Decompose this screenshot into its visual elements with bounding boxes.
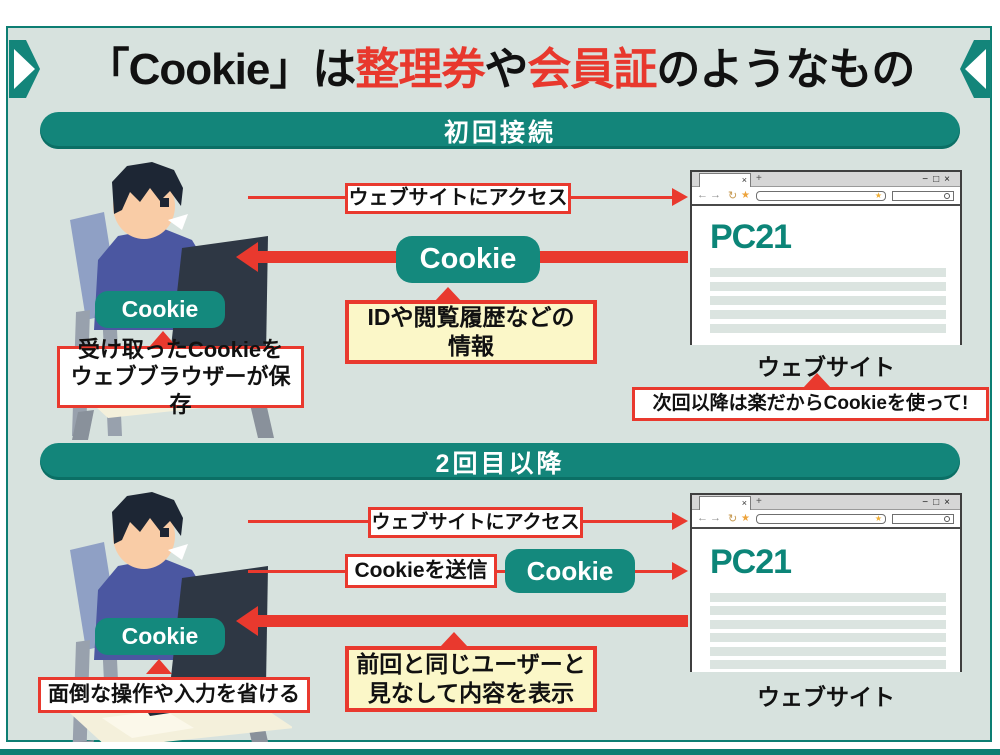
browser-toolbar: ←→ ↻ ★ ★	[692, 187, 960, 206]
address-bar: ★	[756, 191, 886, 201]
refresh-icon: ↻	[728, 513, 738, 525]
arrowhead-right	[672, 188, 688, 206]
bookmark-icon: ★	[741, 513, 750, 524]
search-icon	[944, 516, 950, 522]
title-highlight-1: 整理券	[355, 45, 485, 94]
arrowhead-left	[236, 242, 258, 272]
site-logo: PC21	[710, 218, 792, 256]
browser-tab: ×	[699, 173, 751, 187]
person-note-2: 面倒な操作や入力を省ける	[38, 677, 310, 713]
title-middle: や	[484, 45, 528, 94]
back-icon: ←	[697, 512, 710, 524]
arrowhead-right	[672, 562, 688, 580]
chevron-right-icon	[9, 40, 40, 98]
refresh-icon: ↻	[728, 190, 738, 202]
browser-window-1: × + −□× ←→ ↻ ★ ★ PC21	[690, 170, 962, 345]
favorite-star-icon: ★	[874, 514, 882, 523]
browser-content: PC21	[692, 529, 960, 672]
window-controls: −□×	[922, 172, 955, 187]
arrowhead-right	[672, 512, 688, 530]
arrow-content-display	[258, 615, 688, 627]
site-label-2: ウェブサイト	[757, 684, 895, 710]
access-label-2: ウェブサイトにアクセス	[368, 507, 583, 538]
address-bar: ★	[756, 514, 886, 524]
info-note-line1: 前回と同じユーザーと	[356, 651, 586, 678]
info-note-2: 前回と同じユーザーと 見なして内容を表示	[345, 646, 597, 712]
site-logo: PC21	[710, 543, 792, 581]
search-icon	[944, 193, 950, 199]
person-note-line1: 受け取ったCookieを	[77, 336, 284, 362]
person-cookie-badge-2: Cookie	[95, 618, 225, 655]
minimize-icon: −	[922, 174, 934, 185]
nav-arrows: ←→	[697, 189, 723, 201]
favorite-star-icon: ★	[874, 191, 882, 200]
title-suffix: のようなもの	[656, 45, 915, 94]
person-note-1: 受け取ったCookieを ウェブブラウザーが保存	[57, 337, 304, 417]
callout-pointer	[434, 287, 462, 302]
back-icon: ←	[697, 189, 710, 201]
search-box	[892, 191, 954, 201]
tab-close-icon: ×	[741, 498, 747, 508]
maximize-icon: □	[933, 174, 945, 185]
forward-icon: →	[710, 512, 723, 524]
arrowhead-left	[236, 606, 258, 636]
browser-toolbar: ←→ ↻ ★ ★	[692, 510, 960, 529]
title-prefix: 「Cookie」は	[85, 45, 357, 94]
browser-titlebar: × + −□×	[692, 495, 960, 510]
callout-pointer	[803, 373, 831, 388]
person-cookie-badge-1: Cookie	[95, 291, 225, 328]
maximize-icon: □	[933, 497, 945, 508]
section2-header: 2回目以降	[40, 443, 960, 480]
browser-window-2: × + −□× ←→ ↻ ★ ★ PC21	[690, 493, 962, 672]
minimize-icon: −	[922, 497, 934, 508]
chevron-left-icon	[960, 40, 991, 98]
callout-pointer	[150, 331, 176, 346]
site-note-1: 次回以降は楽だからCookieを使って!	[632, 387, 989, 421]
cookie-badge-2: Cookie	[505, 549, 635, 593]
section1-header: 初回接続	[40, 112, 960, 149]
tab-close-icon: ×	[741, 175, 747, 185]
nav-arrows: ←→	[697, 512, 723, 524]
new-tab-icon: +	[756, 173, 762, 184]
forward-icon: →	[710, 189, 723, 201]
browser-content: PC21	[692, 206, 960, 345]
close-icon: ×	[944, 497, 955, 508]
info-note-line1: IDや閲覧履歴などの	[367, 304, 575, 331]
info-note-line2: 見なして内容を表示	[367, 680, 575, 706]
callout-pointer	[440, 632, 468, 647]
browser-titlebar: × + −□×	[692, 172, 960, 187]
bookmark-icon: ★	[741, 190, 750, 201]
access-label-1: ウェブサイトにアクセス	[345, 183, 571, 214]
footer-strip	[0, 749, 1000, 755]
send-label: Cookieを送信	[345, 554, 497, 588]
person-note-line2: ウェブブラウザーが保存	[70, 364, 291, 417]
close-icon: ×	[944, 174, 955, 185]
info-note-line2: 情報	[448, 333, 494, 359]
new-tab-icon: +	[756, 496, 762, 507]
page-title: 「Cookie」は整理券や会員証のようなもの	[0, 32, 1000, 98]
browser-tab: ×	[699, 496, 751, 510]
window-controls: −□×	[922, 495, 955, 510]
info-note-1: IDや閲覧履歴などの 情報	[345, 300, 597, 364]
callout-pointer	[146, 659, 172, 674]
title-highlight-2: 会員証	[527, 45, 657, 94]
cookie-badge-1: Cookie	[396, 236, 540, 283]
search-box	[892, 514, 954, 524]
